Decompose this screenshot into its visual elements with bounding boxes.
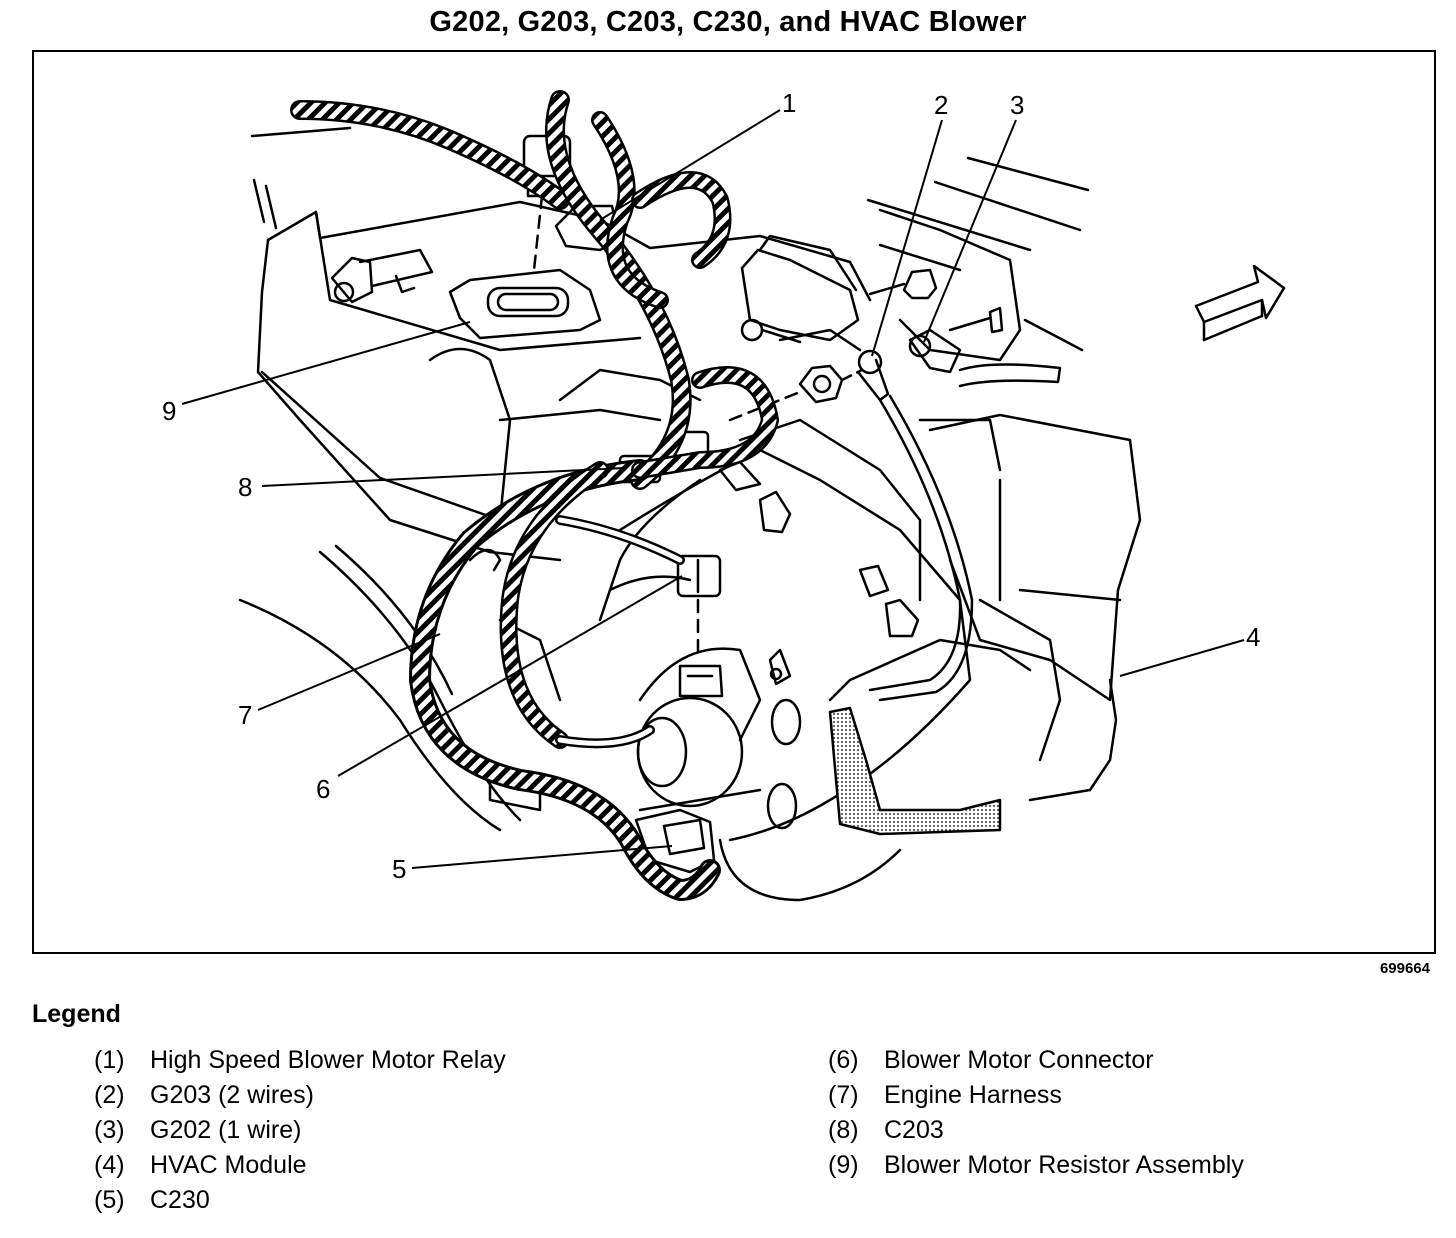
- legend-item-number: (4): [94, 1151, 125, 1179]
- legend-item-label: Blower Motor Connector: [884, 1046, 1154, 1074]
- callout-8: 8: [238, 472, 252, 502]
- blower-resistor-assembly: [448, 268, 602, 340]
- legend-item: (1) High Speed Blower Motor Relay: [94, 1046, 506, 1081]
- callout-1: 1: [782, 88, 796, 118]
- leader-lines: [181, 109, 1245, 869]
- callout-4: 4: [1246, 622, 1260, 652]
- blower-motor-connector: [676, 554, 722, 598]
- ground-nut: [798, 364, 844, 404]
- legend-item-number: (5): [94, 1186, 125, 1214]
- legend-item-label: HVAC Module: [150, 1151, 307, 1179]
- hvac-module: [928, 413, 1142, 702]
- legend-item-number: (2): [94, 1081, 125, 1109]
- legend-column-right: (6) Blower Motor Connector (7) Engine Harn…: [828, 1046, 1244, 1186]
- legend-item-label: C230: [150, 1186, 210, 1214]
- legend-item: (8) C203: [828, 1116, 1244, 1151]
- direction-arrow: [1194, 264, 1286, 324]
- legend-item-number: (3): [94, 1116, 125, 1144]
- legend-item-number: (1): [94, 1046, 125, 1074]
- callout-7: 7: [238, 700, 252, 730]
- legend-item: (9) Blower Motor Resistor Assembly: [828, 1151, 1244, 1186]
- legend-item: (3) G202 (1 wire): [94, 1116, 506, 1151]
- legend-item-number: (6): [828, 1046, 859, 1074]
- legend-item-number: (7): [828, 1081, 859, 1109]
- wiring-harness: [290, 90, 779, 901]
- callout-3: 3: [1010, 90, 1024, 120]
- legend-item: (2) G203 (2 wires): [94, 1081, 506, 1116]
- callout-6: 6: [316, 774, 330, 804]
- legend-item: (5) C230: [94, 1186, 506, 1221]
- legend-item-label: Engine Harness: [884, 1081, 1062, 1109]
- legend-item: (7) Engine Harness: [828, 1081, 1244, 1116]
- legend-item: (4) HVAC Module: [94, 1151, 506, 1186]
- diagram-title: G202, G203, C203, C230, and HVAC Blower: [429, 6, 1027, 38]
- callout-9: 9: [162, 396, 176, 426]
- legend-item-number: (9): [828, 1151, 859, 1179]
- legend-item-label: Blower Motor Resistor Assembly: [884, 1151, 1244, 1179]
- legend-item: (6) Blower Motor Connector: [828, 1046, 1244, 1081]
- legend-column-left: (1) High Speed Blower Motor Relay (2) G203…: [94, 1046, 506, 1221]
- legend-item-label: G203 (2 wires): [150, 1081, 314, 1109]
- figure-id: 699664: [1379, 960, 1430, 977]
- legend-item-label: High Speed Blower Motor Relay: [150, 1046, 506, 1074]
- legend-item-label: C203: [884, 1116, 944, 1144]
- blower-outlet: [828, 706, 1002, 836]
- diagram-frame: [32, 50, 1436, 954]
- engine-upper: [266, 200, 872, 302]
- relay-bracket: [330, 256, 374, 304]
- legend-item-label: G202 (1 wire): [150, 1116, 302, 1144]
- lower-structure: [238, 598, 502, 832]
- g203-eyelet: [857, 349, 883, 375]
- callout-2: 2: [934, 90, 948, 120]
- legend-item-number: (8): [828, 1116, 859, 1144]
- legend-heading: Legend: [32, 1000, 121, 1028]
- callout-5: 5: [392, 854, 406, 884]
- bg-line: [250, 126, 352, 138]
- blower-motor: [636, 696, 744, 808]
